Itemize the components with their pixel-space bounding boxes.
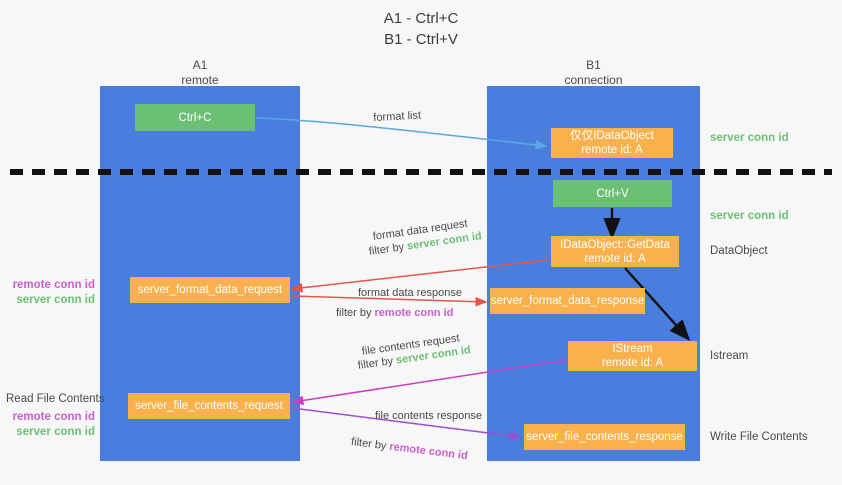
node-idataobject-remote-id: remote id: A: [581, 144, 643, 156]
node-ctrl-c-label: Ctrl+C: [178, 111, 212, 124]
lane-b1-subtitle: connection: [564, 73, 623, 87]
filter-prefix: filter by: [368, 240, 408, 258]
caption-format-data-response: format data response: [358, 287, 462, 299]
lane-a1-name: A1: [192, 58, 208, 72]
node-idataobject-getdata[interactable]: IDataObject::GetData remote id: A: [551, 236, 679, 267]
legend-conn-ids-upper: remote conn id server conn id: [7, 278, 95, 308]
legend-remote-conn-id-upper: remote conn id: [12, 279, 95, 291]
legend-remote-conn-id-lower: remote conn id: [12, 411, 95, 423]
filter-prefix: filter by: [357, 354, 397, 372]
node-file-resp-label: server_file_contents_response: [526, 431, 683, 443]
label-read-file-contents: Read File Contents: [6, 393, 105, 405]
caption-file-contents-response: file contents response: [375, 410, 483, 422]
legend-conn-ids-lower: remote conn id server conn id: [7, 410, 95, 440]
node-getdata-title: IDataObject::GetData: [560, 238, 670, 251]
node-getdata-remote-id: remote id: A: [584, 252, 646, 265]
caption-format-list: format list: [373, 109, 422, 124]
node-format-req-label: server_format_data_request: [137, 284, 283, 296]
filter-value-remote-conn-id: remote conn id: [374, 307, 454, 319]
node-server-file-contents-request[interactable]: server_file_contents_request: [128, 393, 290, 419]
side-label-write-file-contents: Write File Contents: [710, 431, 808, 443]
legend-server-conn-id-upper: server conn id: [16, 294, 95, 306]
filter-prefix: filter by: [350, 435, 391, 453]
node-idataobject[interactable]: 仅仅IDataObject remote id: A: [551, 128, 673, 158]
legend-server-conn-id-lower: server conn id: [16, 426, 95, 438]
side-label-dataobject: DataObject: [710, 245, 768, 257]
page-title: A1 - Ctrl+C B1 - Ctrl+V: [0, 8, 842, 50]
lane-a1-subtitle: remote: [181, 73, 219, 87]
node-ctrl-v[interactable]: Ctrl+V: [553, 180, 672, 207]
lane-b1-name: B1: [586, 58, 601, 72]
side-label-server-conn-id-top: server conn id: [710, 132, 789, 144]
side-label-istream: Istream: [710, 350, 749, 362]
title-line-2: B1 - Ctrl+V: [384, 31, 458, 48]
side-label-server-conn-id-mid: server conn id: [710, 210, 789, 222]
node-server-format-data-response[interactable]: server_format_data_response: [490, 288, 645, 314]
node-istream-remote-id: remote id: A: [601, 357, 664, 369]
node-idataobject-title: 仅仅IDataObject: [570, 130, 654, 142]
title-line-1: A1 - Ctrl+C: [383, 10, 459, 27]
node-file-req-label: server_file_contents_request: [135, 400, 283, 412]
lane-header-b1: B1 connection: [487, 58, 700, 88]
node-ctrl-c[interactable]: Ctrl+C: [135, 104, 255, 131]
node-istream[interactable]: IStream remote id: A: [568, 341, 697, 371]
filter-prefix: filter by: [336, 307, 375, 319]
filter-value-remote-conn-id: remote conn id: [388, 440, 469, 463]
node-server-file-contents-response[interactable]: server_file_contents_response: [524, 424, 685, 450]
node-ctrl-v-label: Ctrl+V: [596, 187, 629, 200]
node-server-format-data-request[interactable]: server_format_data_request: [130, 277, 290, 303]
node-format-resp-label: server_format_data_response: [490, 295, 645, 307]
caption-file-contents-response-filter: filter by remote conn id: [350, 435, 468, 463]
lane-header-a1: A1 remote: [100, 58, 300, 88]
caption-format-data-response-filter: filter by remote conn id: [336, 306, 453, 320]
node-istream-title: IStream: [612, 343, 653, 355]
